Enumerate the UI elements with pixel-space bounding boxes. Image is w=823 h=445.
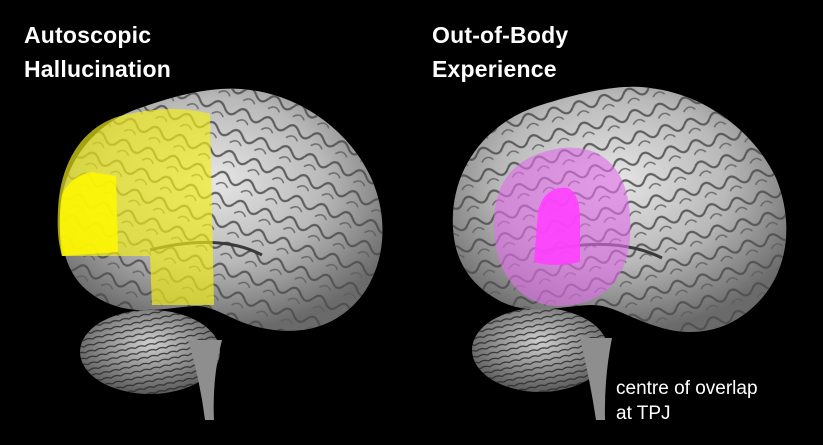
caption-line-1: centre of overlap (616, 376, 758, 401)
panel-title-right: Out-of-Body Experience (432, 18, 568, 86)
panel-autoscopic-hallucination: Autoscopic Hallucination (0, 0, 411, 445)
overlap-caption: centre of overlap at TPJ (616, 376, 758, 426)
autoscopic-region-core (60, 172, 118, 256)
title-line-2: Experience (432, 52, 568, 86)
title-line-1: Autoscopic (24, 18, 171, 52)
caption-line-2: at TPJ (616, 401, 758, 426)
title-line-1: Out-of-Body (432, 18, 568, 52)
title-line-2: Hallucination (24, 52, 171, 86)
panel-title-left: Autoscopic Hallucination (24, 18, 171, 86)
